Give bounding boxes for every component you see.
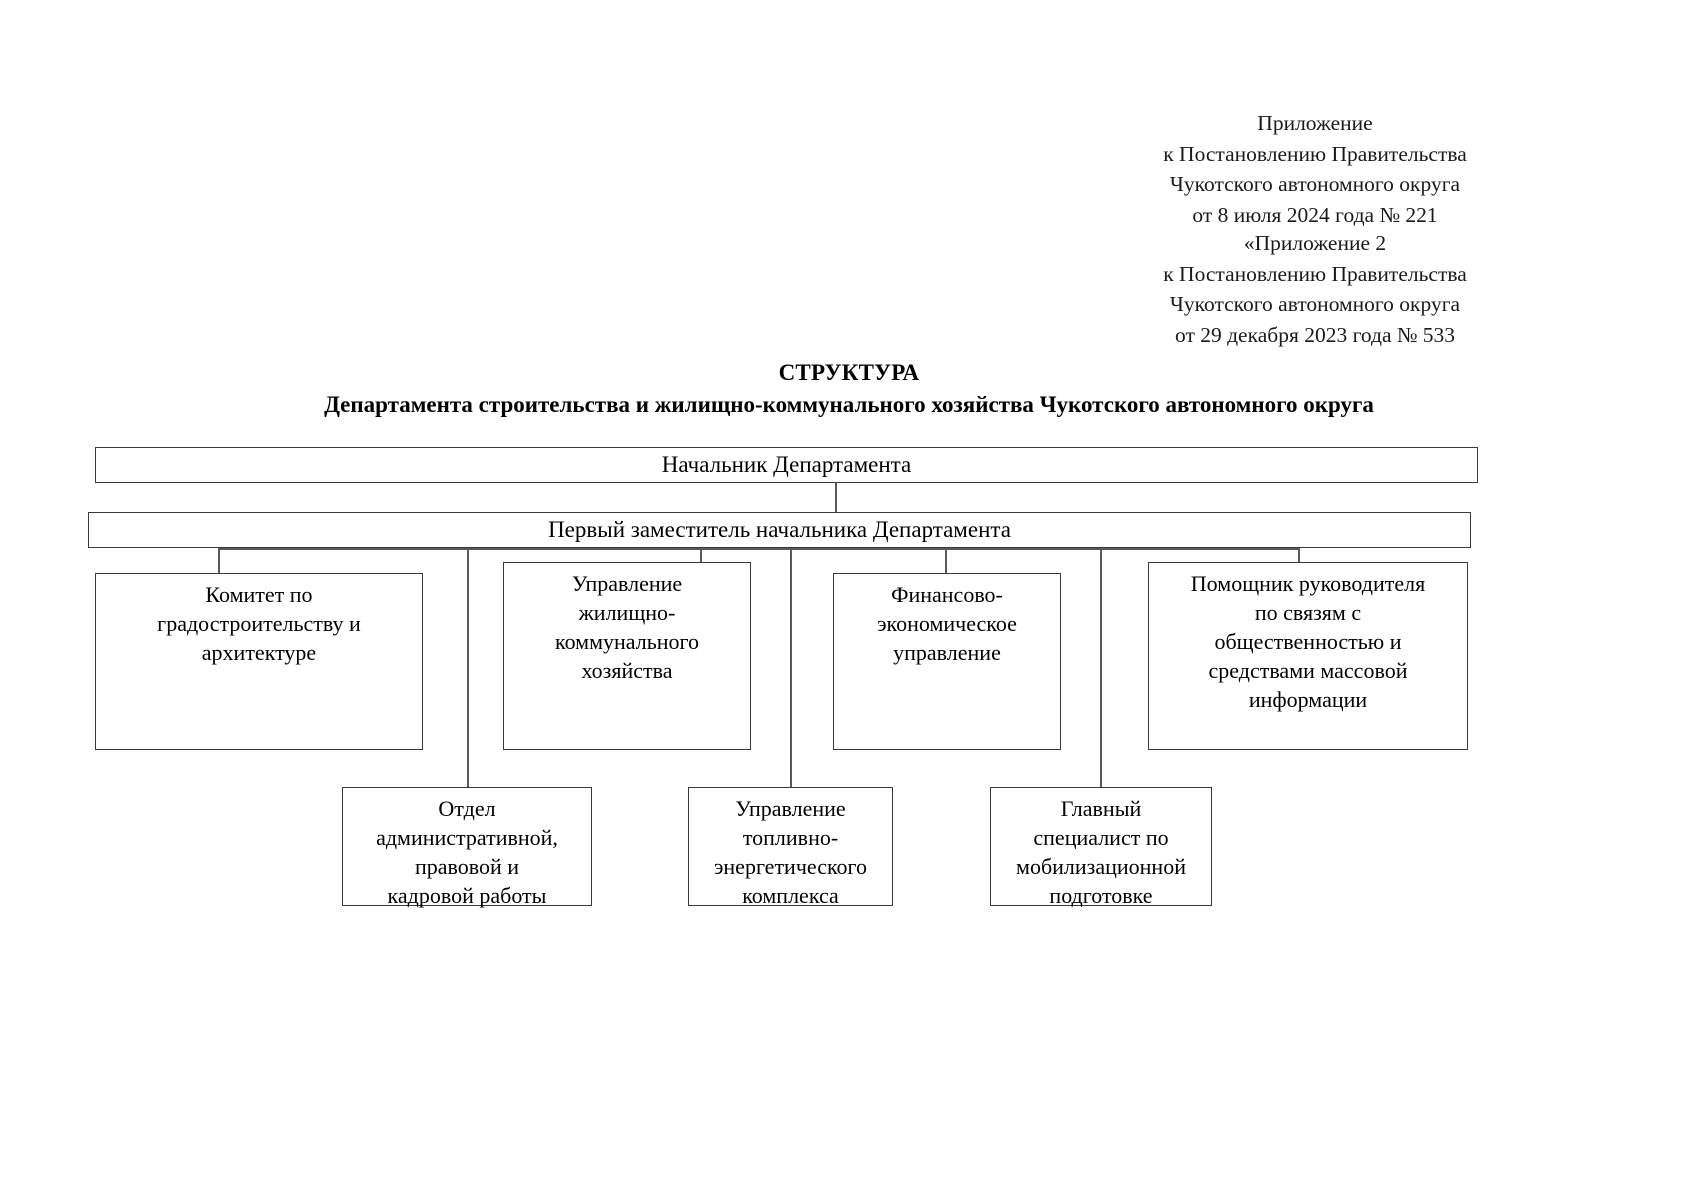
connector-drop-unit7	[1100, 548, 1102, 787]
page-title: СТРУКТУРА	[778, 360, 920, 385]
connector-drop-unit5	[467, 548, 469, 787]
org-node-unit4[interactable]: Помощник руководителя по связям с общест…	[1148, 562, 1468, 750]
connector-bus-level3	[218, 548, 1298, 550]
connector-drop-unit1	[218, 548, 220, 573]
primary-reference-block: Приложение к Постановлению Правительства…	[1163, 111, 1467, 227]
org-node-unit1[interactable]: Комитет по градостроительству и архитект…	[95, 573, 423, 750]
org-node-unit7[interactable]: Главный специалист по мобилизационной по…	[990, 787, 1212, 908]
org-node-deputy[interactable]: Первый заместитель начальника Департамен…	[88, 512, 1471, 548]
page-subtitle: Департамента строительства и жилищно-ком…	[324, 392, 1374, 417]
connector-drop-unit3	[945, 548, 947, 573]
connector-head-to-deputy	[835, 483, 837, 512]
connector-drop-unit4	[1298, 548, 1300, 573]
org-node-unit6[interactable]: Управление топливно- энергетического ком…	[688, 787, 893, 908]
org-node-head[interactable]: Начальник Департамента	[95, 447, 1478, 483]
org-node-unit2[interactable]: Управление жилищно- коммунального хозяйс…	[503, 562, 751, 750]
org-node-unit5[interactable]: Отдел административной, правовой и кадро…	[342, 787, 592, 908]
connector-drop-unit2	[700, 548, 702, 573]
connector-drop-unit6	[790, 548, 792, 787]
org-node-unit3[interactable]: Финансово- экономическое управление	[833, 573, 1061, 750]
secondary-reference-block: «Приложение 2 к Постановлению Правительс…	[1163, 231, 1467, 347]
